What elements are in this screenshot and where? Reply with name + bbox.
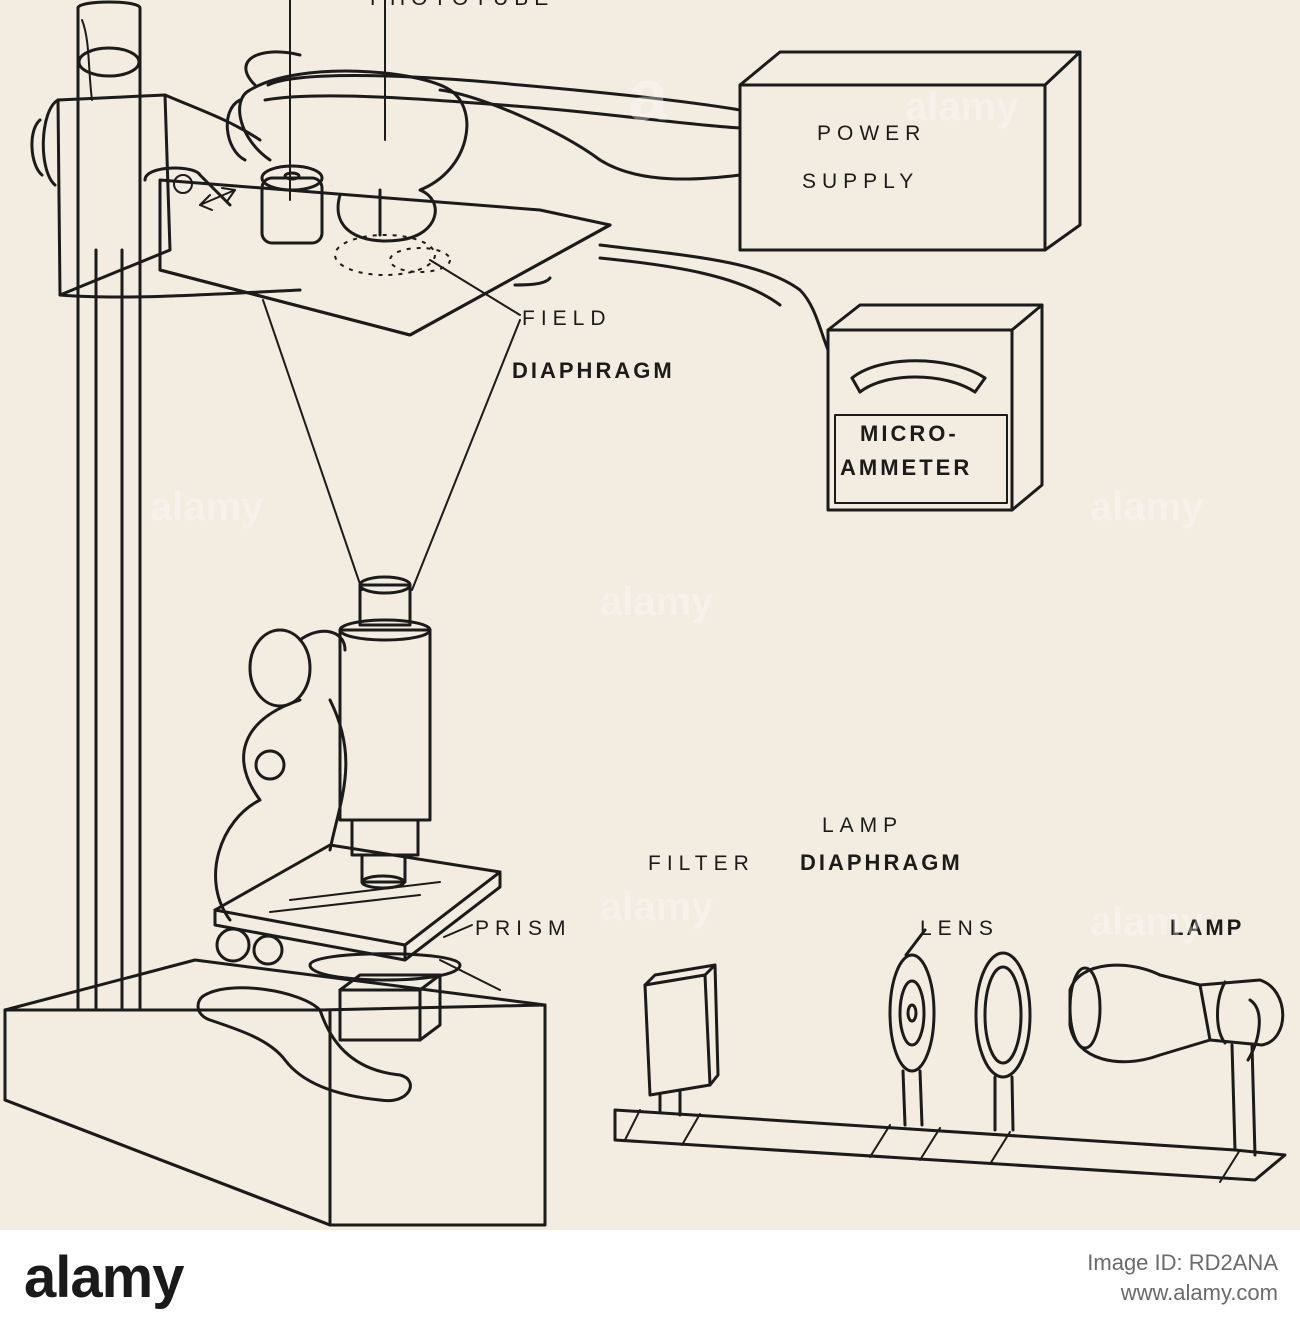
stand-base — [3, 958, 547, 1227]
lamp-housing — [1068, 963, 1285, 1157]
power-supply-box — [738, 50, 1082, 252]
alamy-logo[interactable]: alamy — [24, 1245, 184, 1310]
watermark-word: alamy — [150, 485, 264, 529]
stand-pole — [76, 0, 142, 1012]
lens-holder — [974, 951, 1032, 1132]
cables — [263, 74, 830, 352]
light-cone — [262, 299, 521, 591]
watermark-word: alamy — [905, 85, 1019, 129]
watermark-word: alamy — [600, 885, 714, 929]
footer-meta: Image ID: RD2ANA www.alamy.com — [1087, 1248, 1278, 1308]
watermark-word: alamy — [600, 580, 714, 624]
label-prism: PRISM — [475, 917, 572, 940]
phototube-assembly — [143, 0, 612, 337]
label-phototube: PHOTOTUBE — [370, 0, 554, 10]
diagram-canvas: PHOTOTUBE POWER SUPPLY FIELD DIAPHRAGM M… — [3, 0, 1287, 1227]
label-power-supply-line2: SUPPLY — [802, 170, 919, 193]
lamp-diaphragm-holder — [888, 928, 936, 1127]
site-url-link[interactable]: www.alamy.com — [1120, 1280, 1278, 1305]
watermark-word: alamy — [1090, 485, 1204, 529]
microscope-photometer-diagram: PHOTOTUBE POWER SUPPLY FIELD DIAPHRAGM M… — [3, 0, 1287, 1227]
label-lamp: LAMP — [1170, 915, 1244, 940]
label-field-diaphragm-line2: DIAPHRAGM — [512, 358, 675, 383]
label-power-supply-line1: POWER — [817, 122, 926, 145]
stock-footer-bar: alamy Image ID: RD2ANA www.alamy.com — [0, 1230, 1300, 1325]
watermark-word: alamy — [1090, 900, 1204, 944]
label-microammeter-line2: AMMETER — [840, 455, 972, 480]
label-microammeter-line1: MICRO- — [860, 421, 959, 446]
label-filter: FILTER — [648, 852, 755, 875]
image-id: Image ID: RD2ANA — [1087, 1250, 1278, 1275]
watermark-letter: a — [628, 56, 669, 136]
label-lamp-diaphragm-line1: LAMP — [822, 814, 903, 837]
label-lamp-diaphragm-line2: DIAPHRAGM — [800, 850, 963, 875]
optical-bench — [613, 1108, 1287, 1183]
microammeter-box — [826, 303, 1044, 512]
microscope — [196, 575, 502, 1103]
stock-watermark: a alamy alamy alamy alamy alamy alamy — [150, 56, 1204, 944]
label-field-diaphragm-line1: FIELD — [522, 307, 612, 330]
filter-holder — [643, 963, 720, 1117]
diagram-labels: PHOTOTUBE POWER SUPPLY FIELD DIAPHRAGM M… — [370, 0, 1244, 940]
clamp-arm — [30, 93, 302, 299]
label-lens: LENS — [920, 917, 999, 940]
